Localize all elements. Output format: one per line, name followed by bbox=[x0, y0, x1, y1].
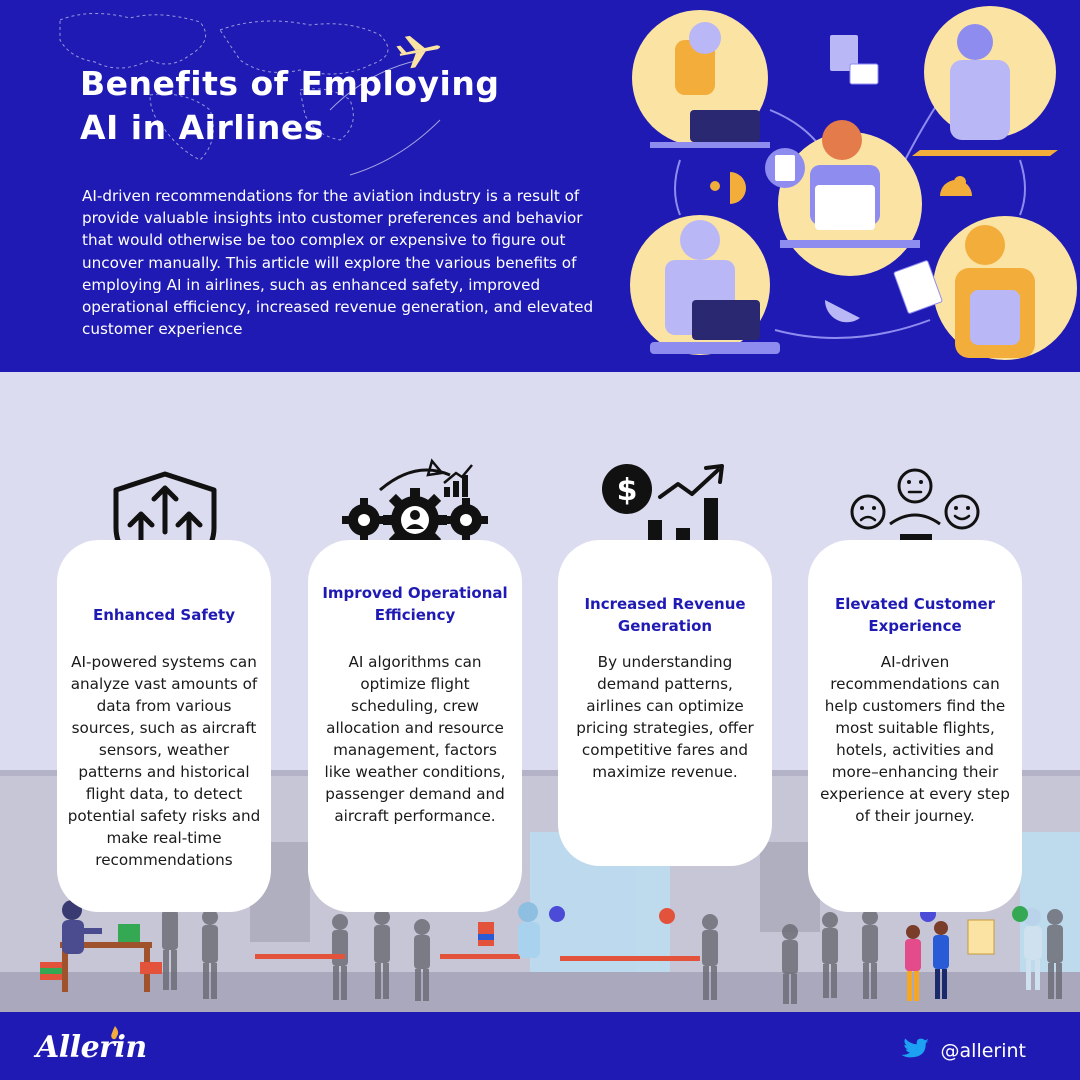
footer: Allerin @allerint bbox=[0, 1012, 1080, 1080]
twitter-handle: @allerint bbox=[940, 1039, 1026, 1062]
brand-logo: Allerin bbox=[36, 1030, 147, 1065]
world-map-decoration bbox=[59, 12, 441, 176]
twitter-bird-icon bbox=[900, 1038, 929, 1058]
intro-paragraph: AI-driven recommendations for the aviati… bbox=[82, 187, 594, 339]
card-text: By understanding demand patterns, airlin… bbox=[576, 653, 754, 781]
logo-flame-icon bbox=[111, 1026, 119, 1040]
svg-text:$: $ bbox=[617, 473, 638, 508]
benefit-card-customer-experience: Elevated Customer Experience AI-driven r… bbox=[808, 540, 1022, 912]
airplane-icon bbox=[396, 35, 441, 69]
page-title-line1: Benefits of Employing bbox=[80, 64, 500, 103]
card-title: Elevated Customer Experience bbox=[834, 595, 996, 635]
page-title-line2: AI in Airlines bbox=[80, 108, 324, 147]
card-text: AI-powered systems can analyze vast amou… bbox=[67, 653, 261, 869]
card-title: Improved Operational Efficiency bbox=[322, 584, 508, 624]
benefit-card-operational-efficiency: Improved Operational Efficiency AI algor… bbox=[308, 540, 522, 912]
robot-figure bbox=[518, 902, 540, 958]
header-section: Benefits of Employing AI in Airlines AI-… bbox=[0, 0, 1080, 372]
twitter-handle-link[interactable]: @allerint bbox=[899, 1038, 1026, 1063]
benefit-card-revenue-generation: Increased Revenue Generation By understa… bbox=[558, 540, 772, 866]
card-text: AI algorithms can optimize flight schedu… bbox=[324, 653, 506, 825]
card-title: Enhanced Safety bbox=[92, 606, 235, 624]
benefit-card-enhanced-safety: Enhanced Safety AI-powered systems can a… bbox=[57, 540, 271, 912]
page-title: Benefits of Employing AI in Airlines bbox=[80, 62, 580, 150]
ai-robots-illustration bbox=[630, 6, 1077, 360]
card-text: AI-driven recommendations can help custo… bbox=[820, 653, 1010, 825]
card-title: Increased Revenue Generation bbox=[584, 595, 746, 635]
